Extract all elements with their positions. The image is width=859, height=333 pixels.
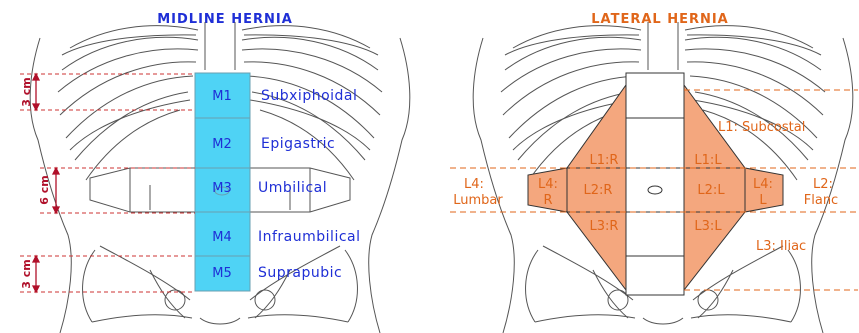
zone-label-l3-r: L3:R (590, 219, 619, 234)
zone-code-m5: M5 (212, 266, 232, 281)
zone-label-l4-r-line2: R (543, 193, 552, 208)
side-label-lumbar-line2: Lumbar (453, 193, 503, 208)
zone-code-m3: M3 (212, 181, 232, 196)
zone-label-l4-r-line1: L4: (538, 177, 558, 192)
measure-label-middle: 6 cm (38, 175, 51, 204)
measure-label-lower: 3 cm (20, 259, 33, 288)
zone-label-l1-r: L1:R (590, 153, 619, 168)
lateral-panel: LATERAL HERNIA (450, 12, 858, 333)
zone-name-m5: Suprapubic (258, 265, 342, 281)
zone-name-m3: Umbilical (258, 180, 327, 196)
zone-name-m4: Infraumbilical (258, 229, 361, 245)
zone-code-m2: M2 (212, 137, 232, 152)
side-label-flanc-line1: L2: (813, 177, 833, 192)
zone-label-l2-l: L2:L (697, 183, 725, 198)
zone-label-l2-r: L2:R (584, 183, 613, 198)
lateral-title: LATERAL HERNIA (591, 12, 729, 27)
midline-panel: MIDLINE HERNIA (20, 12, 410, 333)
zone-name-m2: Epigastric (261, 136, 335, 152)
zone-code-m4: M4 (212, 230, 232, 245)
zone-name-m1: Subxiphoidal (261, 88, 357, 104)
zone-label-l4-l-line1: L4: (753, 177, 773, 192)
zone-code-m1: M1 (212, 89, 232, 104)
side-label-subcostal: L1: Subcostal (718, 120, 805, 135)
zone-label-l4-l-line2: L (759, 193, 767, 208)
measure-label-upper: 3 cm (20, 77, 33, 106)
side-label-lumbar-line1: L4: (464, 177, 484, 192)
side-label-iliac: L3: Iliac (756, 239, 806, 254)
side-label-flanc-line2: Flanc (804, 193, 838, 208)
zone-label-l3-l: L3:L (694, 219, 722, 234)
midline-title: MIDLINE HERNIA (157, 12, 293, 27)
lateral-midline-column (626, 73, 684, 295)
zone-label-l1-l: L1:L (694, 153, 722, 168)
